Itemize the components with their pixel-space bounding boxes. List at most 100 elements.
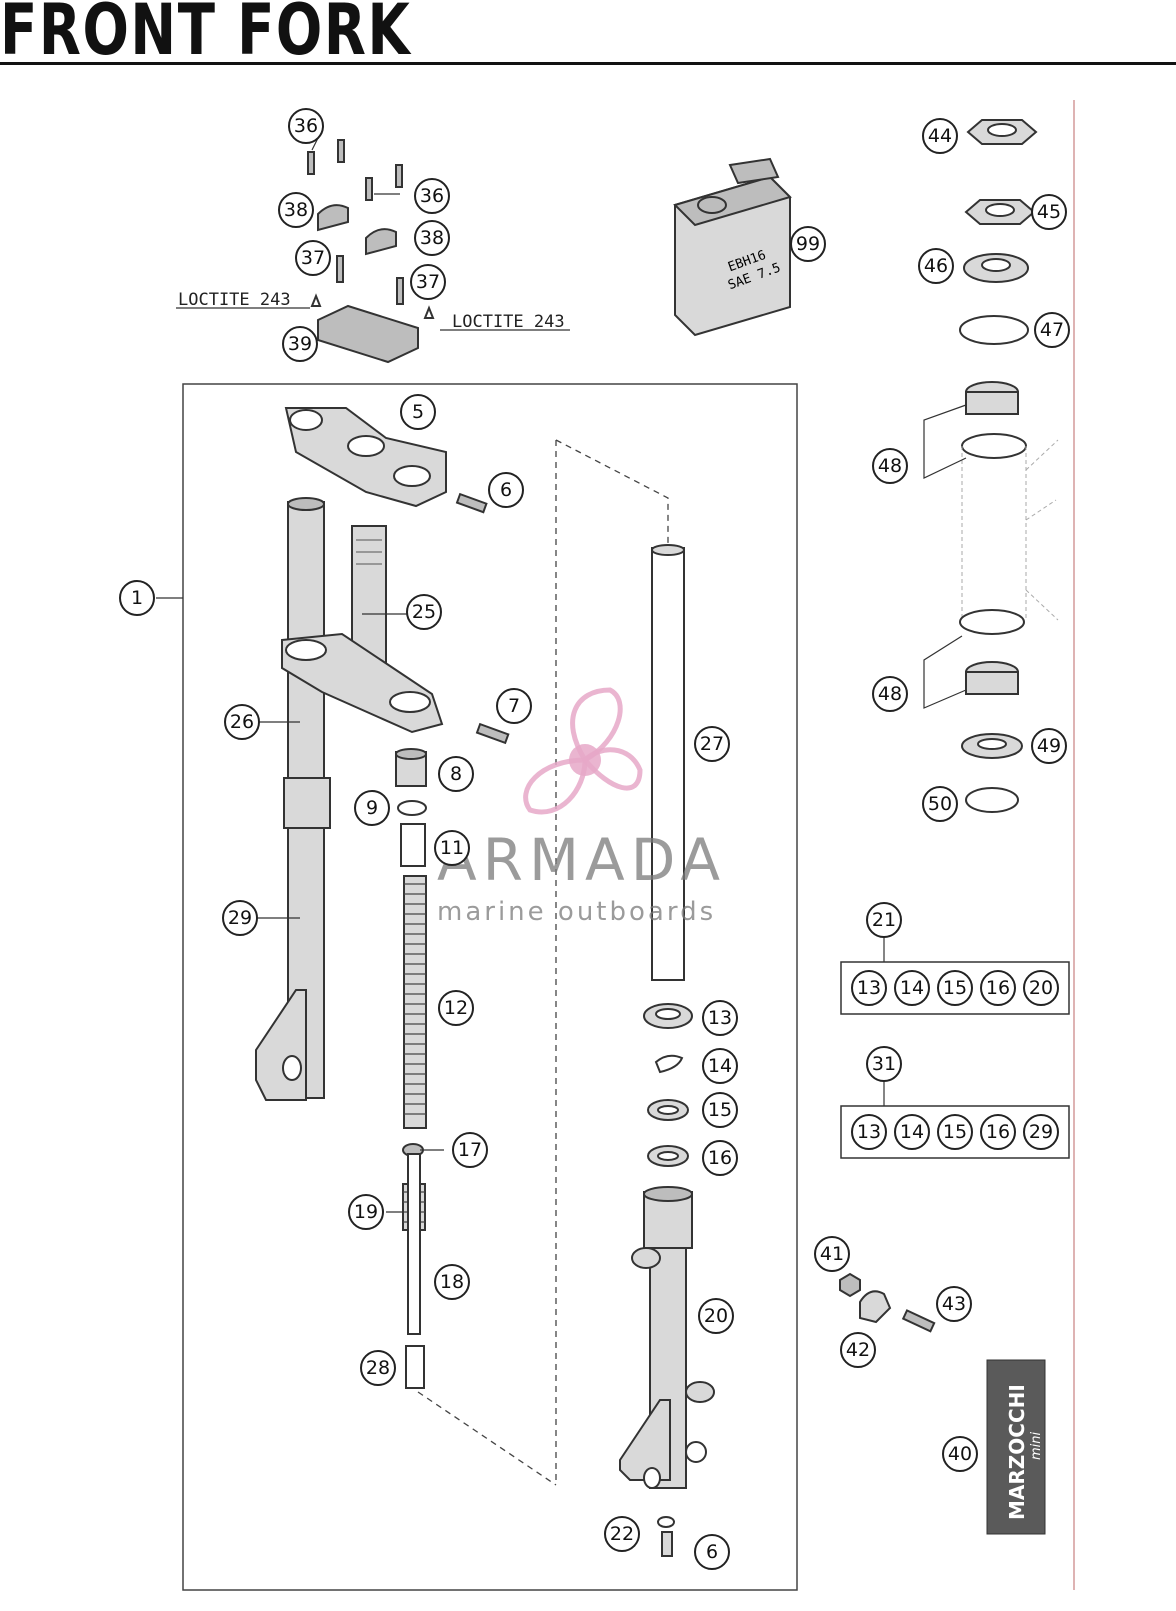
- svg-text:45: 45: [1037, 201, 1061, 223]
- oil-can-handle: [728, 157, 780, 185]
- watermark-tagline: marine outboards: [437, 897, 716, 927]
- callout-22: 22: [604, 1516, 640, 1552]
- svg-text:6: 6: [500, 479, 512, 501]
- svg-text:18: 18: [440, 1271, 464, 1293]
- callout-46: 46: [918, 248, 954, 284]
- bolt-7: [475, 722, 510, 745]
- right-fork-leg: [619, 544, 715, 1557]
- sticker-sub: mini: [1029, 1431, 1044, 1460]
- svg-text:26: 26: [230, 711, 254, 733]
- loctite-drop-b: [423, 305, 435, 319]
- svg-text:13: 13: [708, 1007, 732, 1029]
- svg-text:44: 44: [928, 125, 952, 147]
- svg-text:14: 14: [708, 1055, 732, 1077]
- svg-text:40: 40: [948, 1443, 972, 1465]
- svg-text:36: 36: [420, 185, 444, 207]
- svg-text:11: 11: [440, 837, 464, 859]
- oil-can-cap: [697, 196, 727, 214]
- kit-21-item: 15: [937, 970, 973, 1006]
- callout-47: 47: [1034, 312, 1070, 348]
- clamp-38-a: [317, 204, 349, 232]
- kit-31-item: 29: [1023, 1114, 1059, 1150]
- callout-40: 40: [942, 1436, 978, 1472]
- inner-tube-27: [651, 547, 685, 981]
- svg-text:39: 39: [288, 333, 312, 355]
- svg-text:20: 20: [704, 1305, 728, 1327]
- svg-text:37: 37: [416, 271, 440, 293]
- svg-text:16: 16: [986, 977, 1010, 999]
- callout-50: 50: [922, 786, 958, 822]
- svg-text:15: 15: [943, 1121, 967, 1143]
- svg-text:38: 38: [420, 227, 444, 249]
- svg-text:15: 15: [708, 1099, 732, 1121]
- loctite-label-left: LOCTITE 243: [178, 290, 291, 310]
- kit-31-item: 14: [894, 1114, 930, 1150]
- loctite-drop-a: [310, 293, 322, 307]
- callout-25: 25: [406, 594, 442, 630]
- bolt-6-bottom: [661, 1531, 673, 1557]
- callout-13: 13: [702, 1000, 738, 1036]
- callout-43: 43: [936, 1286, 972, 1322]
- callout-48-b: 48: [872, 676, 908, 712]
- callout-29: 29: [222, 900, 258, 936]
- callout-38-b: 38: [414, 220, 450, 256]
- svg-text:29: 29: [228, 907, 252, 929]
- clamp-38-b: [365, 228, 397, 256]
- svg-text:29: 29: [1029, 1121, 1053, 1143]
- kit-31-item: 15: [937, 1114, 973, 1150]
- assembly-path-upper: [555, 439, 669, 545]
- spacer-11: [400, 823, 426, 867]
- clip-14: [654, 1054, 684, 1074]
- brake-hose-guide-group: [839, 1272, 936, 1333]
- svg-text:48: 48: [878, 683, 902, 705]
- kit-21-item: 13: [851, 970, 887, 1006]
- callout-37-b: 37: [410, 264, 446, 300]
- svg-text:9: 9: [366, 797, 378, 819]
- kit-21-item: 16: [980, 970, 1016, 1006]
- svg-text:42: 42: [846, 1339, 870, 1361]
- callout-18: 18: [434, 1264, 470, 1300]
- callout-48-a: 48: [872, 448, 908, 484]
- bottom-piece-28: [405, 1345, 425, 1389]
- callout-6-b: 6: [694, 1534, 730, 1570]
- callout-8: 8: [438, 756, 474, 792]
- oring-47: [959, 315, 1029, 345]
- washer-22: [657, 1516, 675, 1528]
- frame-head-outline: [961, 439, 1059, 621]
- damper-rod-18: [407, 1153, 421, 1335]
- assembly-path-lower: [417, 1391, 557, 1486]
- oring-9: [397, 800, 427, 816]
- marzocchi-sticker: MARZOCCHI mini: [986, 1359, 1046, 1535]
- svg-text:14: 14: [900, 1121, 924, 1143]
- svg-text:21: 21: [872, 909, 896, 931]
- svg-text:99: 99: [796, 233, 820, 255]
- svg-text:27: 27: [700, 733, 724, 755]
- svg-text:6: 6: [706, 1541, 718, 1563]
- leader-48b: [923, 635, 967, 709]
- sticker-40: [986, 1359, 1046, 1535]
- callout-20: 20: [698, 1298, 734, 1334]
- bolt-36-d: [395, 164, 403, 188]
- callout-31: 31: [866, 1046, 902, 1082]
- svg-text:13: 13: [857, 1121, 881, 1143]
- svg-text:38: 38: [284, 199, 308, 221]
- svg-text:43: 43: [942, 1293, 966, 1315]
- svg-text:36: 36: [294, 115, 318, 137]
- svg-text:1: 1: [131, 587, 143, 609]
- clamp-base-39: [317, 304, 419, 364]
- watermark: ARMADA marine outboards: [437, 687, 720, 927]
- nut-41: [839, 1272, 861, 1298]
- page-title: FRONT FORK: [0, 0, 412, 71]
- svg-text:25: 25: [412, 601, 436, 623]
- svg-text:50: 50: [928, 793, 952, 815]
- svg-text:15: 15: [943, 977, 967, 999]
- svg-text:48: 48: [878, 455, 902, 477]
- callout-42: 42: [840, 1332, 876, 1368]
- svg-text:13: 13: [857, 977, 881, 999]
- svg-text:28: 28: [366, 1357, 390, 1379]
- sticker-brand: MARZOCCHI: [1005, 1384, 1029, 1520]
- callout-38-a: 38: [278, 192, 314, 228]
- callout-41: 41: [814, 1236, 850, 1272]
- callout-27: 27: [694, 726, 730, 762]
